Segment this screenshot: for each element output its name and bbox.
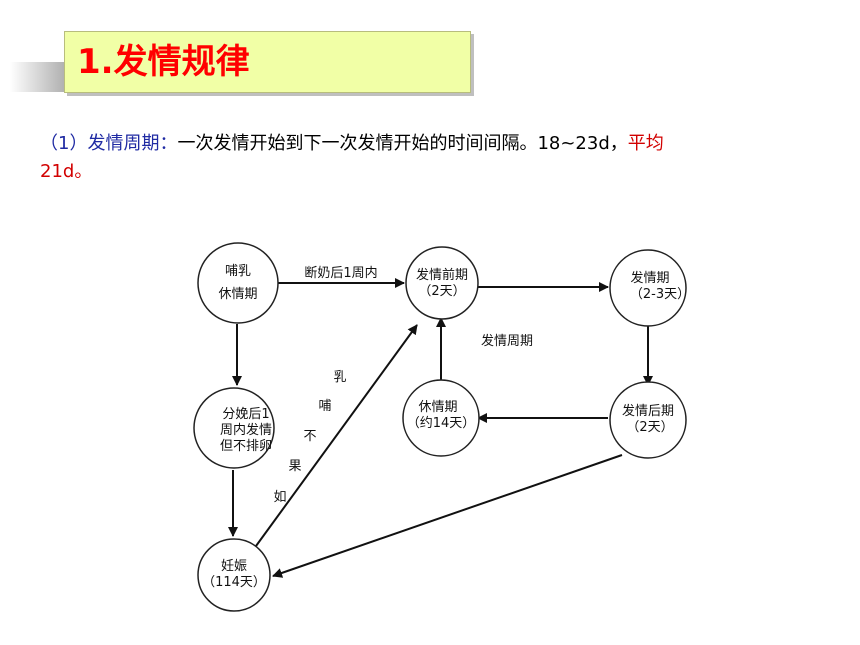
node-diestrus: 休情期 （约14天） <box>402 379 480 457</box>
label-if-not-nursing-1: 乳 <box>333 370 346 385</box>
definition-paragraph: （1）发情周期：一次发情开始到下一次发情开始的时间间隔。18~23d，平均 21d… <box>40 130 820 186</box>
label-if-not-nursing-5: 如 <box>273 489 286 505</box>
label-if-not-nursing-3: 不 <box>303 429 316 444</box>
node-postpartum-estrus: 分娩后1 周内发情 但不排卵 <box>193 387 275 469</box>
label-estrus-cycle: 发情周期 <box>481 333 533 349</box>
svg-text:休情期: 休情期 <box>418 400 457 415</box>
svg-text:周内发情: 周内发情 <box>220 422 272 438</box>
svg-text:（2-3天）: （2-3天） <box>630 287 690 302</box>
paragraph-tail: 平均 <box>627 133 664 154</box>
svg-text:但不排卵: 但不排卵 <box>220 439 272 454</box>
label-weaning: 断奶后1周内 <box>304 265 377 281</box>
node-proestrus: 发情前期 （2天） <box>405 246 479 320</box>
svg-text:（约14天）: （约14天） <box>407 416 476 431</box>
paragraph-body: 一次发情开始到下一次发情开始的时间间隔。18~23d， <box>177 133 628 154</box>
svg-text:哺乳: 哺乳 <box>225 264 251 279</box>
edge-metestrus-to-pregnancy <box>272 454 623 578</box>
svg-text:发情前期: 发情前期 <box>416 267 468 283</box>
svg-text:发情后期: 发情后期 <box>622 403 674 419</box>
paragraph-lead: （1）发情周期： <box>40 133 178 154</box>
svg-text:发情期: 发情期 <box>630 270 669 286</box>
paragraph-tail2: 21d。 <box>40 161 93 182</box>
edge-pregnancy-to-proestrus <box>255 324 418 547</box>
label-if-not-nursing-4: 果 <box>288 459 301 474</box>
svg-text:（114天）: （114天） <box>202 575 266 590</box>
svg-text:妊娠: 妊娠 <box>221 559 247 574</box>
node-pregnancy: 妊娠 （114天） <box>197 538 271 612</box>
svg-text:（2天）: （2天） <box>418 284 465 299</box>
node-metestrus: 发情后期 （2天） <box>609 381 687 459</box>
svg-text:休情期: 休情期 <box>218 287 257 302</box>
title-box: 1.发情规律 <box>64 31 471 93</box>
node-lactation-anestrus: 哺乳 休情期 <box>197 242 279 324</box>
node-estrus: 发情期 （2-3天） <box>609 249 690 327</box>
label-if-not-nursing-2: 哺 <box>318 399 331 414</box>
slide-title: 1.发情规律 <box>77 42 250 82</box>
svg-text:分娩后1: 分娩后1 <box>222 407 269 422</box>
svg-text:（2天）: （2天） <box>626 420 673 435</box>
